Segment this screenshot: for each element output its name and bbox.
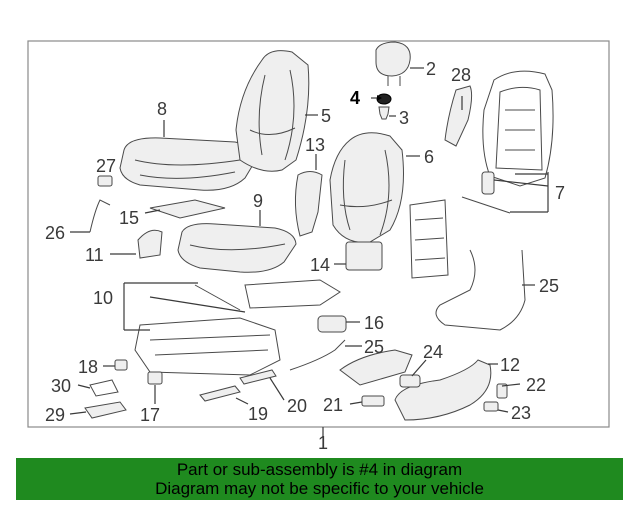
callout-25-upper: 25: [539, 276, 559, 296]
cushion-frame-part: [244, 279, 341, 309]
callout-7: 7: [555, 183, 565, 203]
bracket-part: [149, 199, 226, 219]
recliner-cover-part: [137, 229, 163, 259]
seat-cushion-cover-part: [119, 137, 258, 191]
seat-cushion-pad-part: [177, 223, 297, 273]
callout-12: 12: [500, 355, 520, 375]
callout-5: 5: [321, 106, 331, 126]
small-clip-parts: [114, 359, 163, 385]
callout-19: 19: [248, 404, 268, 424]
seatback-cover-part: [235, 50, 310, 172]
callout-2: 2: [426, 59, 436, 79]
callout-4: 4: [350, 88, 360, 108]
seat-harness-part: [435, 249, 526, 331]
seatback-suspension-part: [409, 199, 449, 279]
seatback-panel-part: [444, 85, 473, 147]
harness-wire-part: [89, 199, 111, 233]
motor-part: [317, 315, 347, 333]
frame-rod-parts: [461, 171, 511, 214]
callout-8: 8: [157, 99, 167, 119]
callout-labels: 2 4 3 5 8 28 6 7 13 27 15 9 26 11 14 10 …: [45, 59, 565, 453]
clip-part: [97, 175, 113, 187]
side-shield-part: [394, 359, 492, 421]
callout-1: 1: [318, 433, 328, 453]
seatback-frame-part: [482, 70, 554, 187]
callout-15: 15: [119, 208, 139, 228]
callout-22: 22: [526, 375, 546, 395]
seat-frame-track-part: [134, 284, 281, 376]
track-cover-parts: [199, 369, 277, 402]
cap-parts: [483, 383, 508, 412]
callout-16: 16: [364, 313, 384, 333]
callout-24: 24: [423, 342, 443, 362]
seatback-pad-part: [329, 132, 404, 243]
callout-10: 10: [93, 288, 113, 308]
headrest-guide-lock-part: [378, 106, 390, 120]
callout-30: 30: [51, 376, 71, 396]
inner-shield-part: [339, 349, 413, 386]
knob-part: [361, 395, 385, 407]
banner-line-2: Diagram may not be specific to your vehi…: [155, 479, 484, 498]
callout-26: 26: [45, 223, 65, 243]
callout-14: 14: [310, 255, 330, 275]
side-trim-part: [294, 171, 323, 237]
callout-20: 20: [287, 396, 307, 416]
info-banner: Part or sub-assembly is #4 in diagram Di…: [16, 458, 623, 500]
diagram-frame: [27, 40, 610, 428]
callout-11: 11: [85, 245, 104, 265]
lower-harness-part: [289, 339, 346, 371]
callout-25-lower: 25: [364, 337, 384, 357]
seat-switch-part: [399, 374, 421, 388]
callout-18: 18: [78, 357, 98, 377]
callout-3: 3: [399, 108, 409, 128]
headrest-part: [375, 41, 411, 86]
callout-21: 21: [323, 395, 343, 415]
callout-9: 9: [253, 191, 263, 211]
lower-trim-parts: [84, 379, 127, 419]
callout-13: 13: [305, 135, 325, 155]
module-part: [345, 241, 383, 271]
callout-23: 23: [511, 403, 531, 423]
callout-6: 6: [424, 147, 434, 167]
callout-27: 27: [96, 156, 116, 176]
banner-line-1: Part or sub-assembly is #4 in diagram: [176, 460, 463, 479]
callout-28: 28: [451, 65, 471, 85]
leader-lines: [69, 67, 549, 448]
callout-29: 29: [45, 405, 65, 425]
callout-17: 17: [140, 405, 160, 425]
